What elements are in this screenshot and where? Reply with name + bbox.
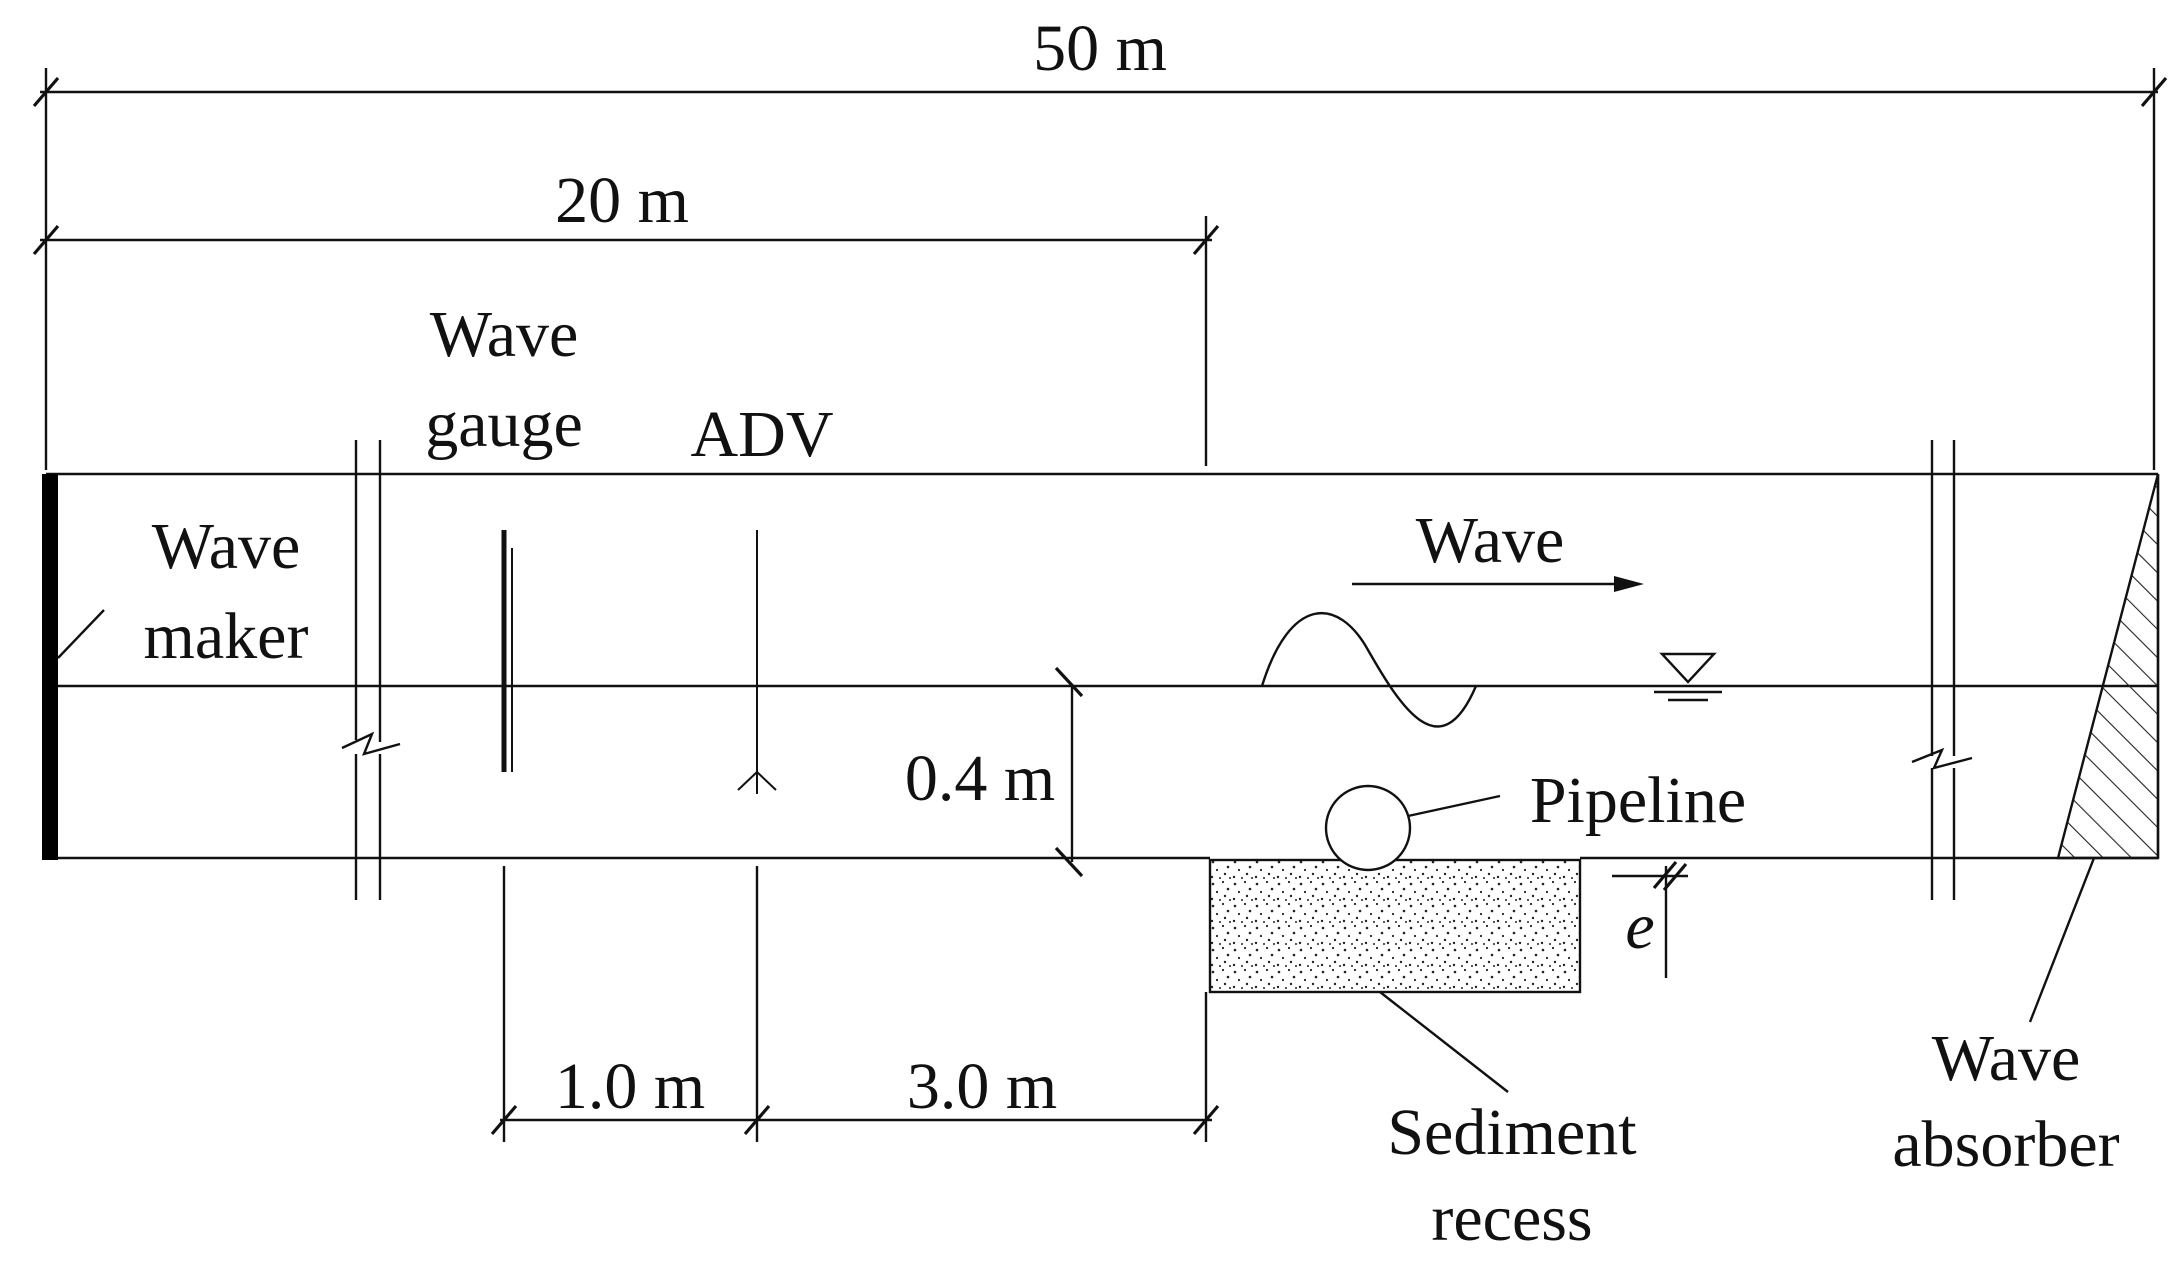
adv-probe: ADV xyxy=(691,398,834,1142)
wave-maker-label-line2: maker xyxy=(144,600,309,673)
left-break-symbol xyxy=(341,440,401,900)
wave-direction-arrowhead xyxy=(1614,576,1644,592)
test-section-right-tick xyxy=(1192,224,1220,256)
test-section-left-tick xyxy=(32,224,60,256)
right-break-symbol xyxy=(1911,440,1973,900)
water-depth-dimension: 0.4 m xyxy=(905,666,1084,878)
sediment-label-line2: recess xyxy=(1431,1182,1592,1255)
wave-direction-label: Wave xyxy=(1416,504,1565,577)
wave-maker-paddle xyxy=(42,474,58,860)
right-break-zigzag xyxy=(1911,747,1973,770)
left-break-zigzag xyxy=(341,731,401,756)
pipeline-circle xyxy=(1324,784,1412,872)
water-depth-label: 0.4 m xyxy=(905,742,1055,815)
test-section-label: 20 m xyxy=(555,164,689,237)
embedment-tick-2 xyxy=(1662,862,1688,892)
pipeline-leader xyxy=(1407,794,1501,818)
overall-length-label: 50 m xyxy=(1033,12,1167,85)
depth-bottom-tick xyxy=(1054,846,1084,878)
wave-maker-label-line1: Wave xyxy=(152,510,301,583)
depth-top-tick xyxy=(1054,666,1084,698)
absorber-label-line2: absorber xyxy=(1892,1108,2119,1181)
incident-wave: Wave xyxy=(1260,504,1644,728)
embedment-label: e xyxy=(1625,890,1654,963)
absorber-wedge xyxy=(2056,473,2160,860)
gauge-to-adv-label: 1.0 m xyxy=(555,1050,705,1123)
swl-triangle xyxy=(1659,652,1717,684)
sediment-label-line1: Sediment xyxy=(1387,1096,1636,1169)
wave-gauge-label-line2: gauge xyxy=(425,388,583,461)
pipeline: Pipeline xyxy=(1324,764,1746,872)
adv-to-recess-label: 3.0 m xyxy=(907,1050,1057,1123)
pipeline-label: Pipeline xyxy=(1530,764,1746,837)
embedment-tick-1 xyxy=(1652,860,1678,890)
wave-absorber: Wave absorber xyxy=(1892,473,2160,1181)
adv-prong-left xyxy=(737,771,758,791)
test-section-dimension: 20 m xyxy=(32,164,1220,466)
sediment-recess-box xyxy=(1208,858,1582,994)
overall-left-tick xyxy=(32,76,60,108)
overall-length-dimension: 50 m xyxy=(32,12,2168,470)
wave-maker: Wave maker xyxy=(42,474,308,860)
wave-gauge-label-line1: Wave xyxy=(430,298,579,371)
wave-maker-leader xyxy=(57,609,105,659)
embedment-dimension: e xyxy=(1612,860,1688,978)
adv-prong-right xyxy=(756,771,777,791)
gauge-tick xyxy=(490,1104,518,1136)
flume xyxy=(46,472,2160,860)
absorber-label-line1: Wave xyxy=(1932,1022,2081,1095)
wave-profile xyxy=(1260,612,1478,728)
sediment-recess: Sediment recess xyxy=(1208,858,1637,1255)
adv-tick xyxy=(743,1104,771,1136)
absorber-leader xyxy=(2028,857,2096,1023)
still-water-level-symbol xyxy=(1654,652,1722,702)
overall-right-tick xyxy=(2140,76,2168,108)
adv-label: ADV xyxy=(691,398,834,471)
wave-gauge: Wave gauge xyxy=(425,298,583,1142)
bottom-dimensions: 1.0 m 3.0 m xyxy=(490,992,1220,1142)
recess-tick xyxy=(1192,1104,1220,1136)
sediment-leader xyxy=(1379,991,1509,1093)
